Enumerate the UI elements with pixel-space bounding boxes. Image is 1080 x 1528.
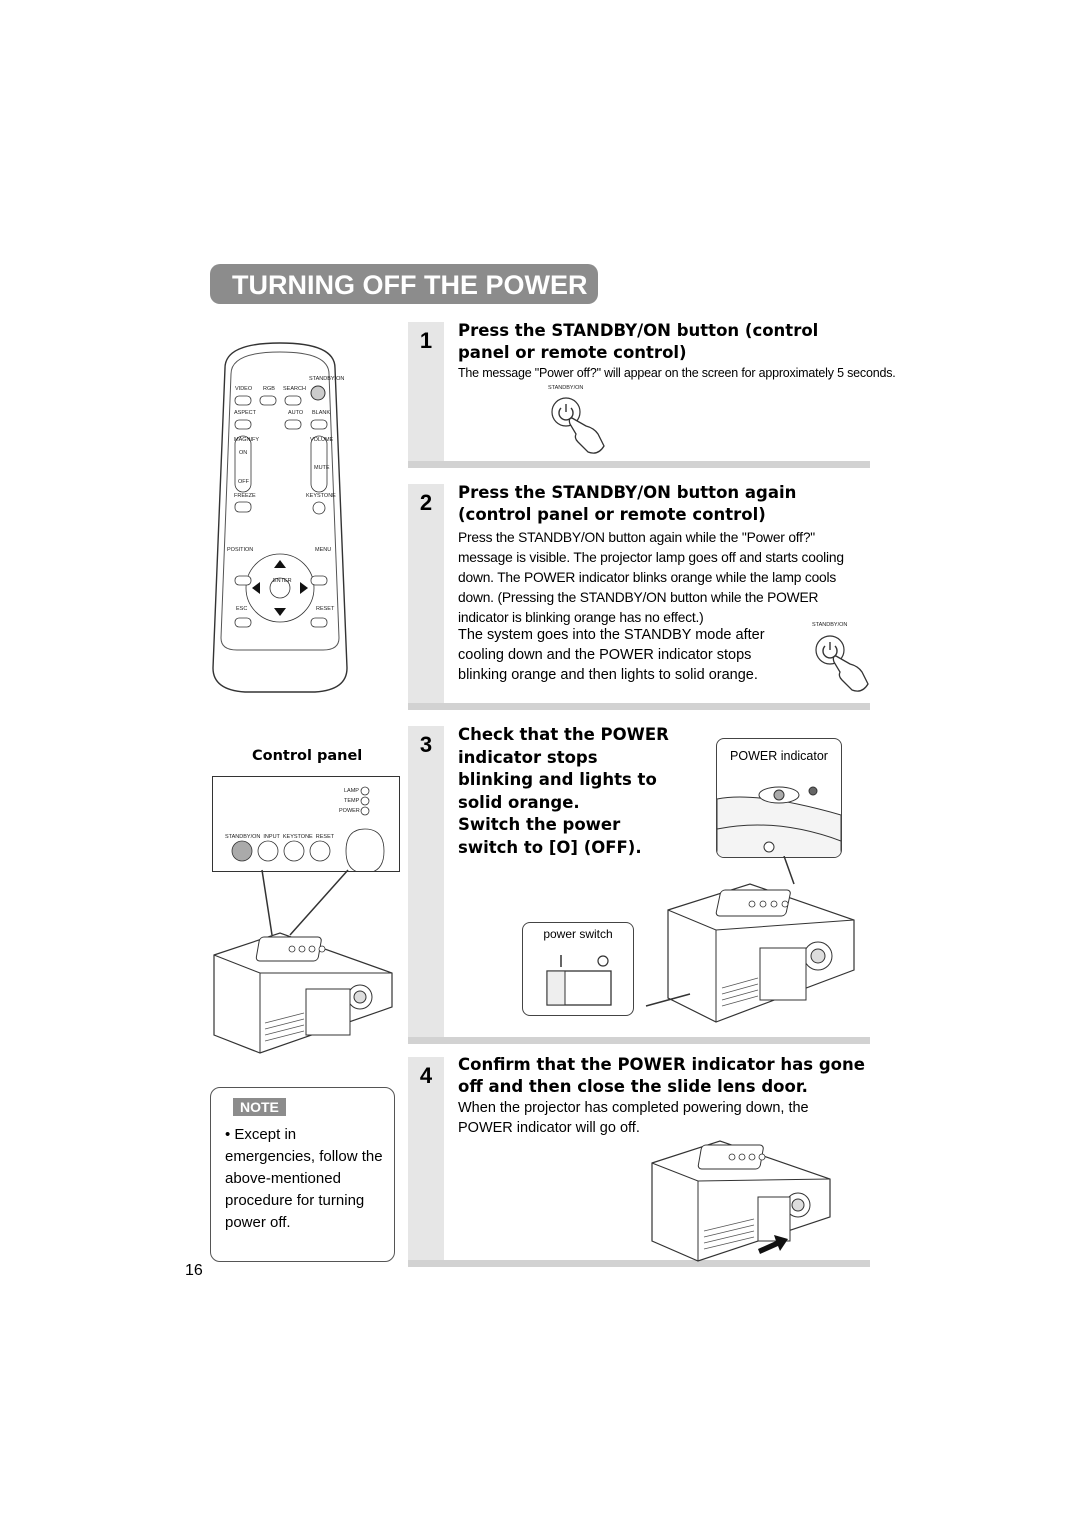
step-2-text-line: indicator is blinking orange has no effe… [458, 610, 704, 625]
step-3-number: 3 [419, 732, 433, 757]
page-title: TURNING OFF THE POWER [210, 264, 598, 304]
step-4-number: 4 [419, 1063, 433, 1088]
note-text: • Except in emergencies, follow the abov… [225, 1126, 383, 1231]
remote-freeze-label: FREEZE [234, 493, 256, 499]
projector-closed-lens-icon [651, 1140, 831, 1262]
step-2-text-line: down. (Pressing the STANDBY/ON button wh… [458, 590, 819, 605]
step-1-text: The message "Power off?" will appear on … [458, 366, 896, 380]
step-1-heading-line2: panel or remote control) [458, 343, 687, 362]
step-1-number: 1 [419, 328, 433, 353]
callout-lines-icon [261, 869, 349, 936]
control-panel-buttons-icon [231, 786, 385, 871]
power-switch-callout: power switch [522, 922, 634, 1016]
step-2-text2-line: cooling down and the POWER indicator sto… [458, 647, 752, 663]
projector-icon [645, 883, 855, 1023]
step-1-button-label: STANDBY/ON [548, 385, 584, 391]
step-3-heading-line: Switch the power [458, 815, 621, 834]
projector-illustration-left [210, 925, 400, 1055]
step-3-heading-line: solid orange. [458, 792, 580, 812]
step-2-text-line: Press the STANDBY/ON button again while … [458, 530, 815, 545]
step-4-heading-line1: Confirm that the POWER indicator has gon… [458, 1055, 865, 1074]
step-4-text-line2: POWER indicator will go off. [458, 1120, 640, 1136]
step-4-heading-line2: off and then close the slide lens door. [458, 1077, 808, 1096]
remote-magnify-label: MAGNIFY [234, 437, 260, 443]
remote-search-label: SEARCH [283, 386, 306, 392]
remote-volume-label: VOLUME [310, 437, 334, 443]
step-2-heading-line1: Press the STANDBY/ON button again [458, 483, 797, 502]
step-2-text2-line: blinking orange and then lights to solid… [458, 667, 758, 683]
step-2-text-line: down. The POWER indicator blinks orange … [458, 570, 837, 585]
step-1: 1 Press the STANDBY/ON button (control p… [408, 321, 896, 468]
power-indicator-callout: POWER indicator [716, 738, 842, 858]
control-power-label: POWER [339, 808, 360, 814]
control-buttons-label: STANDBY/ON INPUT KEYSTONE RESET [225, 834, 335, 840]
power-indicator-closeup-icon [717, 786, 841, 857]
control-panel-title: Control panel [252, 748, 363, 764]
callout-line-icon [783, 856, 795, 885]
step-4-text-line1: When the projector has completed powerin… [458, 1100, 809, 1116]
step-2-text2: The system goes into the STANDBY mode af… [458, 625, 765, 685]
control-panel-illustration: LAMP TEMP POWER STANDBY/ON INPUT KEYSTON… [212, 776, 400, 872]
control-temp-label: TEMP [344, 798, 360, 804]
remote-standby-label: STANDBY/ON [309, 376, 345, 382]
remote-esc-label: ESC [236, 606, 248, 612]
remote-off-label: OFF [238, 479, 249, 485]
step-2-button-label: STANDBY/ON [812, 622, 848, 628]
remote-reset-label: RESET [316, 606, 335, 612]
remote-outline-icon [212, 342, 348, 693]
remote-mute-label: MUTE [314, 465, 330, 471]
step-2-text-line: message is visible. The projector lamp g… [458, 550, 844, 565]
step-2-text2-line: The system goes into the STANDBY mode af… [458, 627, 765, 643]
power-indicator-label: POWER indicator [730, 749, 828, 763]
remote-menu-label: MENU [315, 547, 332, 553]
projector-icon [213, 932, 393, 1054]
step-3-heading-line: switch to [O] (OFF). [458, 837, 642, 857]
step-3-heading: Check that the POWER indicator stops bli… [458, 724, 669, 859]
page-number: 16 [185, 1262, 203, 1279]
hand-press-standby-icon [815, 635, 869, 692]
remote-blank-label: BLANK [312, 410, 331, 416]
note-box: NOTE • Except in emergencies, follow the… [210, 1087, 395, 1262]
step-2-heading-line2: (control panel or remote control) [458, 505, 766, 524]
step-1-heading-line1: Press the STANDBY/ON button (control [458, 321, 819, 340]
control-lamp-label: LAMP [344, 788, 359, 794]
remote-on-label: ON [239, 450, 248, 456]
step-3-heading-line: blinking and lights to [458, 770, 657, 789]
power-switch-icon [546, 955, 612, 1006]
remote-aspect-label: ASPECT [234, 410, 257, 416]
hand-press-standby-icon [551, 397, 605, 454]
step-2-text: Press the STANDBY/ON button again while … [458, 528, 844, 628]
remote-rgb-label: RGB [263, 386, 275, 392]
remote-position-label: POSITION [227, 547, 254, 553]
remote-enter-label: ENTER [273, 578, 292, 584]
step-2-number: 2 [419, 490, 433, 515]
remote-keystone-label: KEYSTONE [306, 493, 336, 499]
step-3: 3 Check that the POWER indicator stops b… [408, 724, 870, 1044]
step-3-heading-line: indicator stops [458, 747, 598, 767]
remote-control-illustration: STANDBY/ON VIDEO RGB SEARCH ASPECT AUTO … [205, 338, 355, 698]
power-switch-label: power switch [543, 927, 613, 941]
step-2: 2 Press the STANDBY/ON button again (con… [408, 483, 870, 710]
step-3-heading-line: Check that the POWER [458, 725, 669, 744]
remote-auto-label: AUTO [288, 410, 304, 416]
step-4: 4 Confirm that the POWER indicator has g… [408, 1055, 870, 1267]
note-tag: NOTE [233, 1098, 286, 1116]
remote-video-label: VIDEO [235, 386, 253, 392]
